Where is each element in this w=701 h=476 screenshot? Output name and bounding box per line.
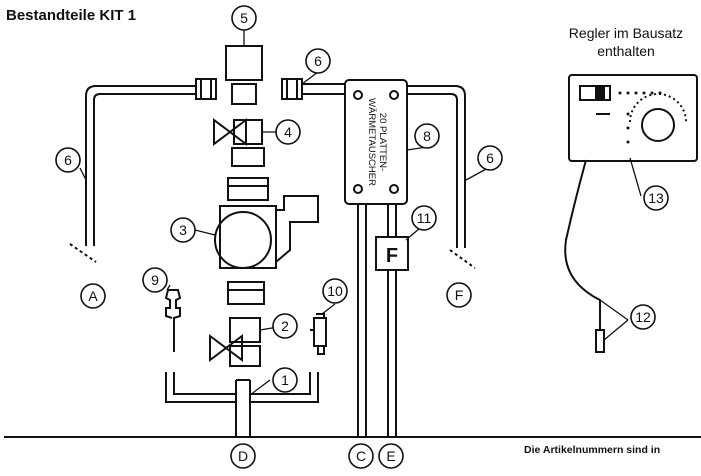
part-5-nut: [231, 83, 257, 105]
part-6-callout-3-circle: [477, 145, 503, 171]
part-9-callout-circle: [142, 267, 168, 293]
part-1-callout-label: 1: [281, 372, 289, 388]
connection-c-callout-label: C: [356, 448, 366, 464]
connection-c-callout-circle: [348, 443, 374, 469]
part-4-callout-label: 4: [284, 124, 292, 140]
controller-note-line-1: Regler im Bausatz: [568, 25, 684, 41]
left-connection-pipe: [85, 85, 196, 246]
part-8-callout-label: 8: [423, 128, 431, 144]
part-6-callout-circle: [305, 48, 331, 74]
part-6-callout-3-label: 6: [486, 150, 494, 166]
left-pipe-dash: [69, 243, 97, 263]
part-12-sensor-cable: [564, 159, 601, 330]
connection-d-callout-circle: [230, 443, 256, 469]
part-8-callout-circle: [414, 123, 440, 149]
part-13-callout-circle: [643, 185, 669, 211]
part-3-callout-circle: [170, 217, 196, 243]
part-11-callout-label: 11: [417, 210, 432, 226]
part-2-valve: [209, 334, 243, 362]
connection-a-callout-label: A: [88, 288, 98, 304]
part-10-callout-label: 10: [327, 283, 343, 299]
part-10-fill-valve: [313, 317, 327, 347]
flow-meter-symbol: F: [386, 245, 398, 267]
article-number-footnote: Die Artikelnummern sind in: [524, 444, 661, 456]
part-3-pump-motor: [275, 195, 319, 263]
part-13-controller: [568, 74, 698, 162]
part-1-manifold: [165, 372, 236, 403]
left-pipe-fitting: [195, 78, 217, 100]
heat-exchanger-label-line-2: WÄRMETAUSCHER: [366, 98, 377, 186]
part-13-callout-label: 13: [648, 190, 664, 206]
part-6-callout-2-label: 6: [64, 152, 72, 168]
connection-e-callout-circle: [378, 443, 404, 469]
part-9-safety-valve: [164, 289, 182, 352]
part-4-valve: [213, 118, 247, 146]
part-12-callout-label: 12: [635, 309, 651, 325]
right-connection-pipe-inner: [407, 93, 458, 248]
part-1-callout-circle: [272, 367, 298, 393]
part-9-callout-label: 9: [151, 272, 159, 288]
diagram-title: Bestandteile KIT 1: [6, 7, 137, 24]
part-11-callout-circle: [411, 205, 437, 231]
part-12-callout-circle: [630, 304, 656, 330]
part-3-pump-impeller: [214, 211, 272, 269]
part-6-callout-label: 6: [314, 53, 322, 69]
part-2-callout-label: 2: [281, 318, 289, 334]
controller-dial: [641, 108, 675, 142]
connection-f-callout-label: F: [455, 287, 464, 303]
part-11-flow-meter: [375, 236, 409, 271]
heat-exchanger-label-line-1: 20 PLATTEN-: [377, 113, 388, 171]
part-12-sensor: [595, 329, 605, 353]
part-10-callout-circle: [322, 278, 348, 304]
right-pipe-dash: [449, 249, 476, 269]
right-connection-pipe: [407, 85, 466, 248]
part-5-body: [225, 45, 263, 81]
part-5-callout-label: 5: [240, 10, 248, 26]
part-3-pump-top-nut: [227, 177, 269, 201]
connection-d-callout-label: D: [238, 448, 248, 464]
controller-note: Regler im Bausatz enthalten: [548, 24, 701, 60]
left-connection-pipe-inner: [93, 93, 196, 246]
part-3-pump-bottom-nut: [227, 281, 265, 305]
part-6-callout-2-circle: [55, 147, 81, 173]
controller-note-line-2: enthalten: [597, 43, 655, 59]
connection-a-callout-circle: [80, 283, 106, 309]
part-2-callout-circle: [272, 313, 298, 339]
connection-e-callout-label: E: [386, 448, 395, 464]
pipe-e: [387, 204, 397, 437]
right-pipe-fitting: [281, 78, 303, 100]
part-4-callout-circle: [275, 119, 301, 145]
part-5-callout-circle: [231, 5, 257, 31]
pipe-c: [357, 204, 367, 437]
part-3-callout-label: 3: [179, 222, 187, 238]
part-8-heat-exchanger: [344, 79, 408, 205]
connection-f-callout-circle: [446, 282, 472, 308]
